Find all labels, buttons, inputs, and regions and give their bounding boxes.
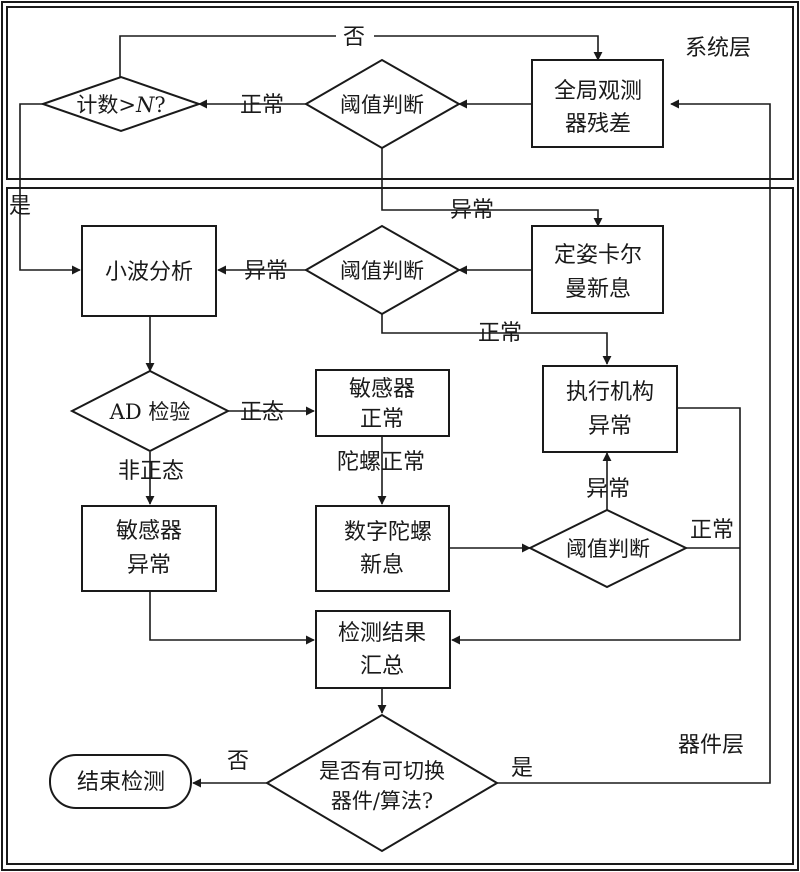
edge-label-ad-normal: 正态 (240, 400, 284, 425)
edge-label-ad-non-normal: 非正态 (118, 459, 184, 484)
digital-gyro-innovation-box (315, 505, 450, 592)
digital-gyro-innovation-line1: 数字陀螺 (344, 520, 432, 545)
device-layer-label: 器件层 (678, 733, 744, 758)
sensor-normal-line1: 敏感器 (349, 377, 415, 402)
threshold-decision-system-label: 阈值判断 (340, 93, 424, 117)
attitude-kalman-innovation-line2: 曼新息 (565, 277, 631, 302)
attitude-kalman-innovation-line1: 定姿卡尔 (554, 243, 642, 268)
edge-label-attitude-normal: 正常 (478, 321, 522, 346)
edge-actuator-to-summary (451, 407, 741, 645)
edge-count-yes (19, 103, 81, 275)
edge-label-switch-yes: 是 (511, 756, 533, 781)
threshold-decision-attitude-label: 阈值判断 (340, 259, 424, 283)
sensor-normal-box (315, 369, 450, 437)
actuator-abnormal-box (542, 365, 678, 453)
actuator-abnormal-line2: 异常 (588, 414, 632, 439)
sensor-abnormal-box (81, 505, 217, 592)
sensor-normal-line2: 正常 (360, 407, 404, 432)
global-observer-residual-line2: 器残差 (565, 112, 631, 137)
device-layer-frame (6, 187, 794, 865)
edge-label-attitude-abnormal: 异常 (244, 259, 288, 284)
count-decision-label: 计数>N? (76, 93, 165, 117)
end-detection-label: 结束检测 (77, 770, 165, 795)
switchable-decision-line2: 器件/算法? (331, 789, 433, 813)
edge-switch-yes (497, 99, 771, 784)
result-summary-line2: 汇总 (360, 654, 404, 679)
global-observer-residual-box (531, 59, 664, 148)
count-decision (39, 75, 203, 133)
system-layer-frame (6, 6, 794, 180)
global-observer-residual-line1: 全局观测 (554, 79, 642, 104)
wavelet-analysis-box (81, 225, 217, 317)
edge-label-count-yes: 是 (9, 194, 31, 219)
edge-system-abnormal (381, 148, 603, 227)
result-summary-box (315, 610, 451, 689)
digital-gyro-innovation-line2: 新息 (360, 553, 404, 578)
edge-label-bg (336, 22, 374, 50)
threshold-decision-attitude (304, 224, 462, 316)
edge-label-gyro-threshold-normal: 正常 (690, 518, 734, 543)
edge-label-system-abnormal: 异常 (450, 198, 494, 223)
ad-test-label: AD 检验 (109, 400, 191, 424)
edge-label-gyro-abnormal: 异常 (586, 477, 630, 502)
switchable-decision (265, 713, 499, 853)
sensor-abnormal-line1: 敏感器 (116, 519, 182, 544)
edge-label-switch-no: 否 (227, 749, 249, 774)
attitude-kalman-innovation-box (531, 225, 664, 314)
edge-attitude-normal (381, 314, 612, 365)
sensor-abnormal-line2: 异常 (127, 553, 171, 578)
ad-test-decision (69, 369, 231, 453)
threshold-decision-gyro (527, 508, 689, 589)
switchable-decision-line1: 是否有可切换 (319, 759, 445, 783)
edge-sensor-abnormal-to-summary (149, 591, 315, 645)
wavelet-analysis-label: 小波分析 (105, 260, 193, 285)
result-summary-line1: 检测结果 (338, 621, 426, 646)
threshold-decision-system (304, 58, 462, 150)
system-layer-label: 系统层 (685, 36, 751, 61)
edge-label-gyro-normal: 陀螺正常 (337, 450, 425, 475)
threshold-decision-gyro-label: 阈值判断 (566, 537, 650, 561)
edge-label-system-normal: 正常 (240, 93, 284, 118)
actuator-abnormal-line1: 执行机构 (566, 380, 654, 405)
end-detection-terminal (49, 754, 192, 809)
edge-label-count-no: 否 (343, 25, 365, 50)
